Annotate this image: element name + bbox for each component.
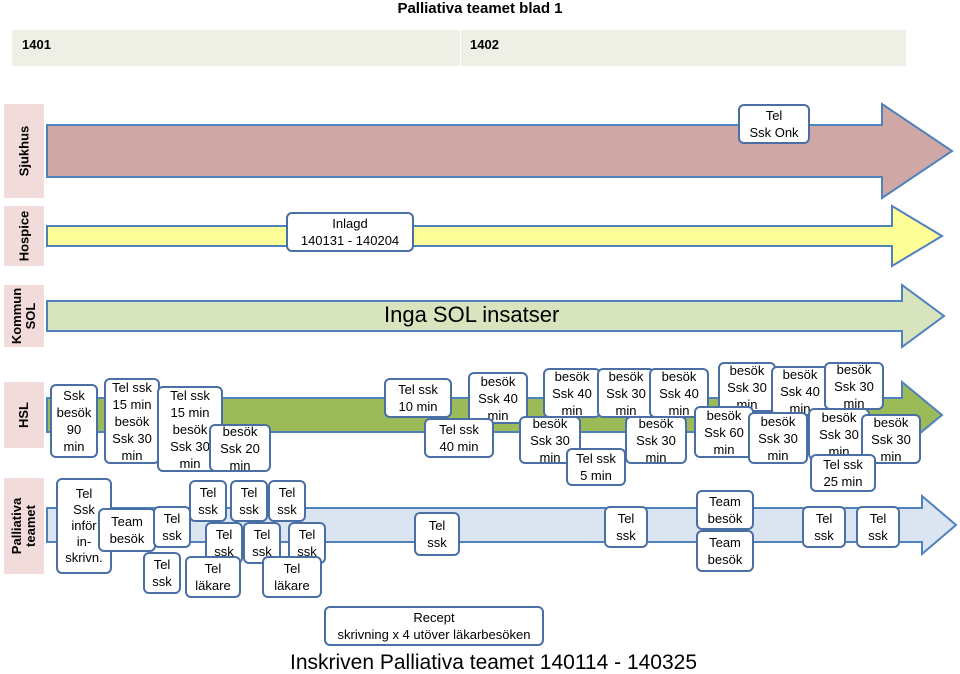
box-hsl-17: besök Ssk 30 min <box>748 412 808 464</box>
box-pt-17: Tel ssk <box>802 506 846 548</box>
box-hsl-2: Tel ssk 15 min besök Ssk 30 min <box>104 378 160 464</box>
inskriven-text: Inskriven Palliativa teamet 140114 - 140… <box>290 651 698 674</box>
box-pt-2: Team besök <box>98 508 156 552</box>
box-pt-3: Tel ssk <box>153 506 191 548</box>
box-hsl-16: besök Ssk 40 min <box>771 366 829 416</box>
box-hsl-13: besök Ssk 30 min <box>625 416 687 465</box>
box-hsl-21: Tel ssk 25 min <box>810 454 876 492</box>
row-label-kommun-sol: Kommun SOL <box>4 285 44 347</box>
box-hsl-19: besök Ssk 30 min <box>808 408 870 460</box>
box-pt-16: Team besök <box>696 530 754 572</box>
box-pt-13: Tel ssk <box>414 512 460 556</box>
page-title: Palliativa teamet blad 1 <box>397 0 563 17</box>
box-pt-10: Tel ssk <box>268 480 306 522</box>
box-hsl-20: besök Ssk 30 min <box>861 414 921 464</box>
box-hsl-10: besök Ssk 30 min <box>597 368 655 418</box>
row-label-hospice: Hospice <box>4 206 44 266</box>
week-1402: 1402 <box>470 37 499 52</box>
week-header: 1401 1402 <box>12 30 906 66</box>
box-pt-18: Tel ssk <box>856 506 900 548</box>
box-pt-14: Tel ssk <box>604 506 648 548</box>
row-label-sjukhus: Sjukhus <box>4 104 44 198</box>
box-pt-12: Tel läkare <box>262 556 322 598</box>
box-recept: Recept skrivning x 4 utöver läkarbesöken <box>324 606 544 646</box>
box-hsl-6: Tel ssk 40 min <box>424 418 494 458</box>
week-divider <box>460 30 461 66</box>
box-pt-5: Tel ssk <box>189 480 227 522</box>
box-pt-1: Tel Ssk inför in- skrivn. <box>56 478 112 574</box>
row-label-hsl: HSL <box>4 382 44 448</box>
box-hsl-8: besök Ssk 40 min <box>543 368 601 418</box>
box-hsl-11: Tel ssk 5 min <box>566 448 626 486</box>
box-hsl-18: besök Ssk 30 min <box>824 362 884 411</box>
box-inlagd: Inlagd 140131 - 140204 <box>286 212 414 252</box>
box-hsl-14: besök Ssk 30 min <box>718 362 776 412</box>
inga-sol-text: Inga SOL insatser <box>384 302 560 327</box>
box-tel-ssk-onk: Tel Ssk Onk <box>738 104 810 144</box>
box-pt-8: Tel läkare <box>185 556 241 598</box>
box-pt-6: Tel ssk <box>230 480 268 522</box>
box-hsl-1: Ssk besök 90 min <box>50 384 98 458</box>
kommun-arrow <box>46 283 946 349</box>
box-hsl-15: besök Ssk 60 min <box>694 406 754 458</box>
box-hsl-5: Tel ssk 10 min <box>384 378 452 418</box>
sjukhus-arrow <box>46 102 954 200</box>
row-label-palliativa-teamet: Palliativa teamet <box>4 478 44 574</box>
box-pt-15: Team besök <box>696 490 754 530</box>
box-pt-4: Tel ssk <box>143 552 181 594</box>
box-hsl-7: besök Ssk 40 min <box>468 372 528 424</box>
week-1401: 1401 <box>22 37 51 52</box>
box-hsl-4: besök Ssk 20 min <box>209 424 271 473</box>
hospice-arrow <box>46 204 944 268</box>
